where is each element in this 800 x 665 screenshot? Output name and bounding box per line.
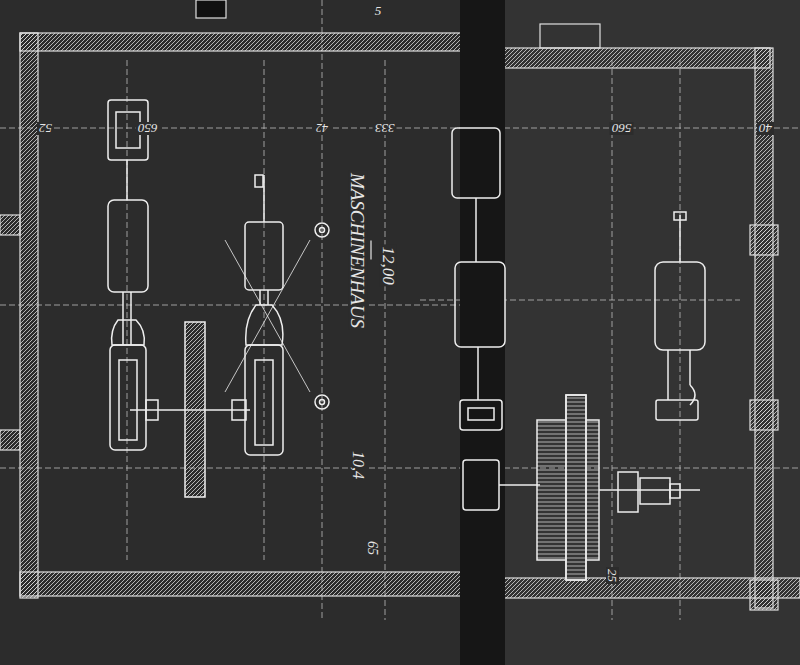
drawing-part [245, 345, 283, 455]
drawing-part [0, 0, 800, 610]
drawing-part [755, 48, 773, 608]
drawing-part [750, 580, 778, 610]
drawing-part [750, 400, 778, 430]
drawing-part [119, 360, 137, 440]
drawing-part [245, 222, 283, 290]
room-label: MASCHINENHAUS [349, 170, 368, 329]
dimension-label: 65 [365, 539, 379, 557]
drawing-part [110, 345, 146, 450]
drawing-part [0, 305, 460, 306]
drawing-part [679, 215, 681, 262]
dimension-label: 52 [37, 122, 54, 135]
drawing-part [460, 0, 505, 665]
drawing-part [640, 478, 670, 504]
drawing-part [667, 350, 669, 400]
drawing-part [599, 489, 700, 491]
drawing-part [20, 33, 38, 598]
drawing-part [477, 347, 479, 400]
drawing-part [655, 262, 705, 350]
drawing-part [537, 212, 705, 580]
drawing-part [656, 400, 698, 420]
drawing-part [267, 290, 269, 305]
drawing-part [20, 572, 480, 596]
drawing-part [20, 33, 480, 51]
drawing-part [460, 400, 502, 430]
dimension-label: 40 [757, 122, 774, 135]
drawing-part [322, 0, 323, 620]
drawing-part [255, 175, 263, 187]
drawing-part [463, 460, 499, 510]
drawing-part [315, 395, 329, 409]
drawing-part [475, 198, 477, 262]
drawing-part [540, 24, 600, 48]
drawing-part [320, 228, 325, 233]
drawing-part [232, 400, 246, 420]
drawing-part [566, 395, 586, 580]
dimension-label: 650 [136, 122, 160, 135]
drawing-part [112, 320, 145, 345]
drawing-part [689, 350, 691, 385]
drawing-part [196, 0, 226, 18]
dimension-label: 560 [610, 122, 634, 135]
drawing-part [750, 225, 778, 255]
drawing-part [315, 223, 329, 237]
drawing-part [690, 385, 695, 405]
drawing-part [130, 292, 132, 345]
drawing-part [122, 292, 124, 345]
dimension-label: 42 [314, 122, 330, 134]
drawing-part [225, 240, 310, 392]
drawing-part [385, 60, 386, 620]
drawing-part [185, 322, 205, 497]
drawing-part [618, 472, 638, 512]
drawing-part [0, 430, 20, 450]
drawing-part [108, 100, 366, 497]
drawing-part [566, 395, 586, 580]
drawing-part [0, 0, 800, 620]
drawing-part [468, 408, 494, 420]
drawing-part [320, 400, 325, 405]
drawing-part [674, 212, 686, 220]
drawing-part [505, 0, 800, 665]
drawing-part [452, 128, 500, 198]
dimension-label: 25 [606, 567, 619, 584]
drawing-part [480, 48, 770, 68]
drawing-part [127, 60, 128, 560]
drawing-part [370, 241, 371, 260]
drawing-part [0, 215, 20, 235]
room-label: 12,00 [380, 244, 397, 286]
drawing-part [126, 160, 128, 200]
room-label: 10,4 [350, 449, 366, 481]
drawing-part [225, 240, 310, 392]
dimension-label: 5 [373, 4, 384, 17]
drawing-part [680, 60, 681, 620]
drawing-part [255, 360, 273, 445]
dimension-label: 333 [373, 122, 397, 135]
drawing-part [499, 484, 540, 486]
drawing-part [108, 200, 148, 292]
drawing-part [670, 484, 680, 498]
drawing-part [452, 128, 540, 510]
drawing-part [146, 400, 158, 420]
drawing-part [455, 262, 505, 347]
drawing-part [612, 60, 613, 620]
